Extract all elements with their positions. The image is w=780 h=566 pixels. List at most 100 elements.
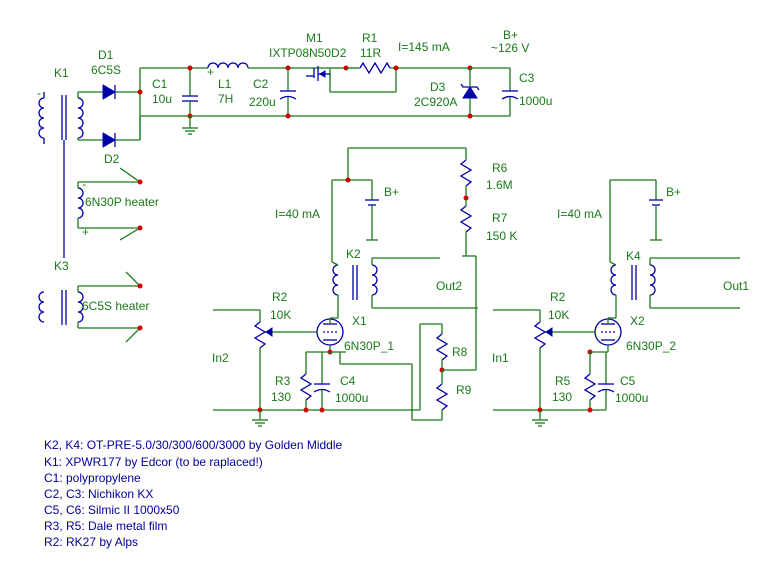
label-c4-value: 1000u bbox=[335, 391, 368, 405]
label-r3-value: 130 bbox=[271, 390, 291, 404]
label-x2-value: 6N30P_2 bbox=[626, 339, 676, 353]
label-d3-value: 2C920A bbox=[414, 95, 457, 109]
label-heater-6c5s: 6C5S heater bbox=[82, 299, 149, 313]
zener-d3 bbox=[460, 68, 480, 116]
label-r1-value: 11R bbox=[360, 46, 381, 60]
label-in1: In1 bbox=[492, 351, 509, 365]
mosfet-m1 bbox=[306, 66, 331, 92]
note-line: C1: polypropylene bbox=[44, 471, 141, 485]
label-k3: K3 bbox=[54, 259, 69, 273]
label-bplus-x2: B+ bbox=[666, 185, 681, 199]
power-supply bbox=[38, 61, 519, 343]
amplifier-stage-x1 bbox=[213, 147, 478, 427]
transformer-k1 bbox=[38, 92, 84, 258]
label-r7: R7 bbox=[492, 211, 508, 225]
inductor-l1 bbox=[207, 62, 249, 69]
note-line: R3, R5: Dale metal film bbox=[44, 519, 167, 533]
label-d3: D3 bbox=[430, 80, 446, 94]
triode-x1 bbox=[316, 317, 344, 346]
capacitor-c2 bbox=[279, 68, 297, 116]
capacitor-c5 bbox=[597, 352, 615, 410]
resistor-r5 bbox=[583, 352, 597, 410]
capacitor-c4 bbox=[313, 352, 331, 410]
label-bplus: B+ bbox=[503, 28, 518, 42]
diode-d1 bbox=[102, 84, 116, 100]
label-bplus-voltage: ~126 V bbox=[491, 41, 529, 55]
potentiometer-r2-stage1 bbox=[213, 309, 273, 410]
label-in2: In2 bbox=[212, 351, 229, 365]
label-current-psu: I=145 mA bbox=[398, 40, 450, 54]
label-current-x2: I=40 mA bbox=[557, 207, 602, 221]
label-out1: Out1 bbox=[723, 279, 749, 293]
label-m1: M1 bbox=[306, 31, 323, 45]
label-k2: K2 bbox=[346, 247, 361, 261]
label-c5-value: 1000u bbox=[615, 391, 648, 405]
label-l1: L1 bbox=[218, 77, 232, 91]
bplus-source-1 bbox=[365, 199, 379, 241]
label-x1: X1 bbox=[352, 314, 367, 328]
label-m1-value: IXTP08N50D2 bbox=[269, 46, 347, 60]
note-line: C5, C6: Silmic II 1000x50 bbox=[44, 503, 180, 517]
label-d1: D1 bbox=[98, 48, 114, 62]
label-k1: K1 bbox=[54, 66, 69, 80]
transformer-k3 bbox=[38, 271, 143, 343]
diode-d2 bbox=[102, 132, 116, 148]
label-r5: R5 bbox=[555, 374, 571, 388]
note-line: K1: XPWR177 by Edcor (to be raplaced!) bbox=[44, 455, 263, 469]
capacitor-c1 bbox=[182, 68, 198, 135]
label-r2-stage1: R2 bbox=[272, 290, 288, 304]
label-r7-value: 150 K bbox=[486, 229, 517, 243]
label-r2-stage2: R2 bbox=[550, 290, 566, 304]
note-line: C2, C3: Nichikon KX bbox=[44, 487, 153, 501]
label-c3: C3 bbox=[519, 71, 535, 85]
note-line: K2, K4: OT-PRE-5.0/30/300/600/3000 by Go… bbox=[44, 438, 343, 452]
heater-winding-6n30p bbox=[77, 167, 143, 241]
label-c3-value: 1000u bbox=[519, 94, 552, 108]
resistor-r8 bbox=[435, 324, 449, 370]
label-r2-stage1-value: 10K bbox=[270, 308, 291, 322]
component-notes: K2, K4: OT-PRE-5.0/30/300/600/3000 by Go… bbox=[44, 438, 343, 549]
label-r2-stage2-value: 10K bbox=[548, 308, 569, 322]
label-bplus-x1: B+ bbox=[384, 185, 399, 199]
label-l1-plus: + bbox=[207, 65, 214, 79]
transformer-k2 bbox=[331, 257, 478, 309]
label-c1: C1 bbox=[152, 77, 168, 91]
resistor-r7 bbox=[459, 198, 473, 256]
label-out2: Out2 bbox=[436, 279, 462, 293]
label-r5-value: 130 bbox=[552, 390, 572, 404]
label-r6: R6 bbox=[492, 161, 508, 175]
resistor-r6 bbox=[459, 148, 473, 198]
label-r1: R1 bbox=[362, 31, 378, 45]
label-heater1-plus: + bbox=[82, 225, 89, 239]
label-r8: R8 bbox=[452, 345, 468, 359]
label-c1-value: 10u bbox=[152, 92, 172, 106]
label-r9: R9 bbox=[456, 383, 472, 397]
bplus-source-2 bbox=[649, 199, 663, 241]
label-l1-value: 7H bbox=[218, 92, 233, 106]
amplifier-stage-x2 bbox=[493, 179, 740, 427]
label-c5: C5 bbox=[620, 374, 636, 388]
label-c4: C4 bbox=[340, 374, 356, 388]
label-heater1-minus: - bbox=[82, 177, 86, 191]
label-k4: K4 bbox=[626, 249, 641, 263]
transformer-k4 bbox=[609, 257, 740, 309]
resistor-r9 bbox=[435, 370, 449, 420]
label-d1-value: 6C5S bbox=[91, 63, 121, 77]
label-x2: X2 bbox=[630, 314, 645, 328]
note-line: R2: RK27 by Alps bbox=[44, 535, 138, 549]
resistor-r3 bbox=[299, 352, 313, 410]
label-c2: C2 bbox=[253, 77, 269, 91]
label-x1-value: 6N30P_1 bbox=[344, 339, 394, 353]
label-r6-value: 1.6M bbox=[486, 178, 513, 192]
label-r3: R3 bbox=[275, 374, 291, 388]
label-heater-6n30p: 6N30P heater bbox=[85, 195, 159, 209]
capacitor-c3 bbox=[501, 68, 519, 116]
label-d2: D2 bbox=[104, 152, 120, 166]
label-k1-minus: - bbox=[37, 86, 41, 100]
label-c2-value: 220u bbox=[249, 95, 276, 109]
label-current-x1: I=40 mA bbox=[275, 207, 320, 221]
resistor-r1 bbox=[359, 61, 391, 75]
triode-x2 bbox=[594, 317, 622, 346]
potentiometer-r2-stage2 bbox=[493, 309, 553, 410]
